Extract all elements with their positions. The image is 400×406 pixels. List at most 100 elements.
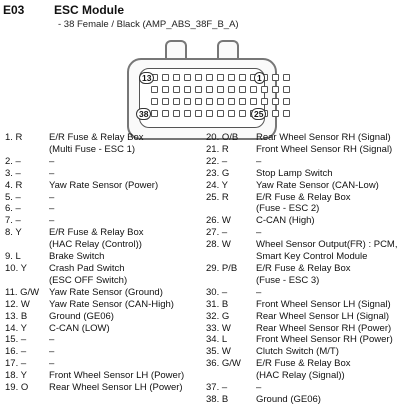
pin-id: 29. P/B	[206, 262, 238, 274]
pin-desc: –	[49, 191, 55, 203]
pin-id: 30. –	[206, 286, 228, 298]
pin-desc: –	[49, 203, 55, 215]
pin-desc: –	[49, 346, 55, 358]
connector-diagram: 13 1 38 25	[127, 40, 290, 140]
pin-id: 31. B	[206, 298, 229, 310]
pin-id: 36. G/W	[206, 358, 241, 370]
pin-row: 34. L Front Wheel Sensor RH (Power)	[206, 334, 398, 346]
pin-id	[206, 275, 256, 287]
pin-id: 8. Y	[5, 227, 22, 239]
pin-row: 23. G Stop Lamp Switch	[206, 168, 398, 180]
pin-id: 12. W	[5, 298, 30, 310]
pin-id: 10. Y	[5, 262, 28, 274]
pin-label-38: 38	[136, 108, 152, 120]
pin-desc: Front Wheel Sensor RH (Power)	[256, 334, 393, 346]
pin-id: 28. W	[206, 239, 231, 251]
pin-id: 32. G	[206, 310, 230, 322]
pin-label-13: 13	[139, 72, 155, 84]
pin-desc: Rear Wheel Sensor LH (Power)	[49, 382, 183, 394]
pin-row: 31. B Front Wheel Sensor LH (Signal)	[206, 299, 398, 311]
pin-desc: –	[256, 382, 262, 394]
pin-id: 23. G	[206, 167, 230, 179]
pin-id	[206, 203, 256, 215]
pin-desc: Rear Wheel Sensor RH (Power)	[256, 322, 392, 334]
pin-id: 37. –	[206, 382, 228, 394]
pin-row: 24. Y Yaw Rate Sensor (CAN-Low)	[206, 180, 398, 192]
pin-row: 30. ––	[206, 287, 398, 299]
pin-row: (HAC Relay (Signal))	[206, 370, 398, 382]
pin-row: (HAC Relay (Control))	[5, 239, 200, 251]
pin-id	[206, 251, 256, 263]
pin-desc: E/R Fuse & Relay Box	[49, 227, 144, 239]
pin-desc: E/R Fuse & Relay Box	[256, 191, 351, 203]
pin-row: (ESC OFF Switch)	[5, 275, 200, 287]
pin-desc: Rear Wheel Sensor LH (Signal)	[256, 310, 390, 322]
pin-id: 22. –	[206, 155, 228, 167]
pin-row-4	[151, 110, 290, 122]
pin-row: 3. – –	[5, 168, 200, 180]
pin-desc: Front Wheel Sensor LH (Power)	[49, 370, 185, 382]
pin-desc: Clutch Switch (M/T)	[256, 346, 339, 358]
pin-desc: Yaw Rate Sensor (CAN-Low)	[256, 179, 379, 191]
pin-desc: Front Wheel Sensor RH (Signal)	[256, 143, 393, 155]
pin-row: 7. ––	[5, 215, 200, 227]
pin-desc: Brake Switch	[49, 251, 105, 263]
pin-id: 14. Y	[5, 322, 28, 334]
pin-desc: Yaw Rate Sensor (Power)	[49, 179, 159, 191]
pin-row: 16. ––	[5, 346, 200, 358]
pin-desc: Crash Pad Switch	[49, 262, 125, 274]
pin-row: 10. Y Crash Pad Switch	[5, 263, 200, 275]
pin-row: 5. – –	[5, 192, 200, 204]
pin-desc: E/R Fuse & Relay Box	[49, 132, 144, 143]
pin-id: 34. L	[206, 334, 228, 346]
pin-desc: –	[49, 334, 55, 346]
pin-id: 33. W	[206, 322, 231, 334]
pin-row: 25. R E/R Fuse & Relay Box	[206, 192, 398, 204]
pin-desc: Yaw Rate Sensor (Ground)	[49, 286, 163, 298]
pin-desc: C-CAN (High)	[256, 215, 315, 227]
pin-desc: –	[49, 167, 55, 179]
pin-id: 20. O/B	[206, 132, 239, 143]
pin-id	[5, 275, 49, 287]
pin-row: (Fuse - ESC 2)	[206, 203, 398, 215]
pin-desc: Stop Lamp Switch	[256, 167, 333, 179]
pin-row: 33. W Rear Wheel Sensor RH (Power)	[206, 323, 398, 335]
pin-row: 37. – –	[206, 382, 398, 394]
connector-subtitle: - 38 Female / Black (AMP_ABS_38F_B_A)	[58, 19, 239, 30]
pin-row: 32. G Rear Wheel Sensor LH (Signal)	[206, 311, 398, 323]
pin-id: 18. Y	[5, 370, 28, 382]
pin-id: 3. –	[5, 167, 21, 179]
pin-id: 5. –	[5, 191, 21, 203]
pin-row-3	[151, 98, 290, 110]
pin-id: 2. –	[5, 155, 21, 167]
pin-row: Smart Key Control Module	[206, 251, 398, 263]
pin-row: (Multi Fuse - ESC 1)	[5, 144, 200, 156]
pin-row: 22. ––	[206, 156, 398, 168]
pin-desc: (ESC OFF Switch)	[49, 274, 128, 286]
pin-row: (Fuse - ESC 3)	[206, 275, 398, 287]
pin-id: 6. –	[5, 203, 21, 215]
pin-desc: –	[49, 358, 55, 370]
pin-label-1: 1	[254, 72, 265, 84]
pin-id: 24. Y	[206, 179, 229, 191]
pin-desc: (Multi Fuse - ESC 1)	[49, 143, 136, 155]
pin-id: 25. R	[206, 191, 229, 203]
pin-row: 8. Y E/R Fuse & Relay Box	[5, 227, 200, 239]
pin-desc: (HAC Relay (Signal))	[256, 370, 345, 382]
pin-desc: (HAC Relay (Control))	[49, 239, 142, 251]
pin-desc: Front Wheel Sensor LH (Signal)	[256, 298, 391, 310]
